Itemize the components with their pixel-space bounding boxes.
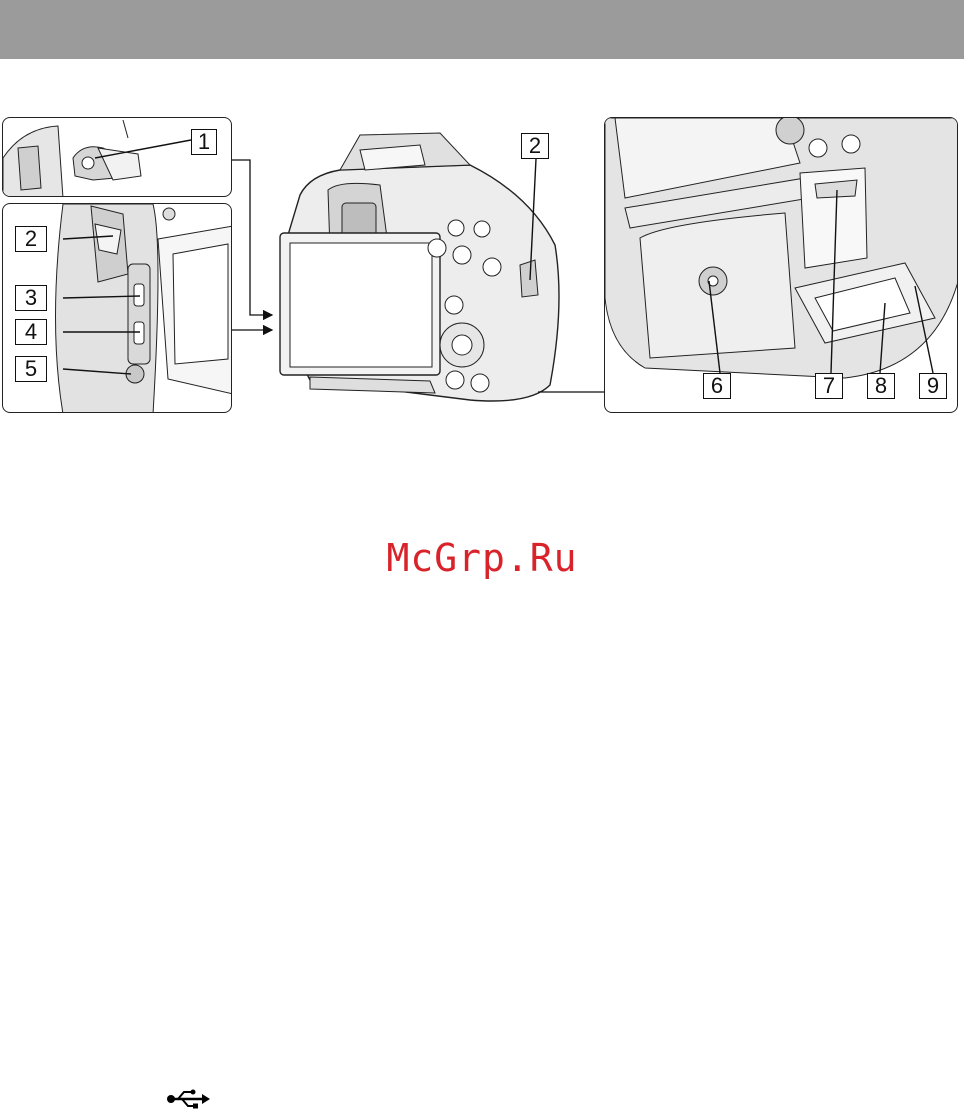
callout-9: 9 xyxy=(919,373,947,399)
callout-7: 7 xyxy=(815,373,843,399)
section-header-bar xyxy=(0,0,964,59)
detail-panel-bottom-left: 2 3 4 5 xyxy=(2,203,232,413)
camera-rear-view: 2 xyxy=(270,125,580,415)
usb-icon xyxy=(166,1088,212,1117)
callout-4: 4 xyxy=(15,319,47,345)
watermark-text: McGrp.Ru xyxy=(0,536,964,580)
callout-6: 6 xyxy=(703,373,731,399)
callout-8: 8 xyxy=(867,373,895,399)
callout-1: 1 xyxy=(191,129,217,155)
camera-body-illustration xyxy=(270,125,580,415)
callout-2-main: 2 xyxy=(521,133,549,159)
battery-compartment-illustration xyxy=(605,118,958,413)
detail-panel-top-left: 1 xyxy=(2,117,232,197)
detail-panel-right: 6 7 8 9 xyxy=(604,117,958,413)
callout-3: 3 xyxy=(15,285,47,311)
callout-5: 5 xyxy=(15,356,47,382)
callout-2-left: 2 xyxy=(15,226,47,252)
